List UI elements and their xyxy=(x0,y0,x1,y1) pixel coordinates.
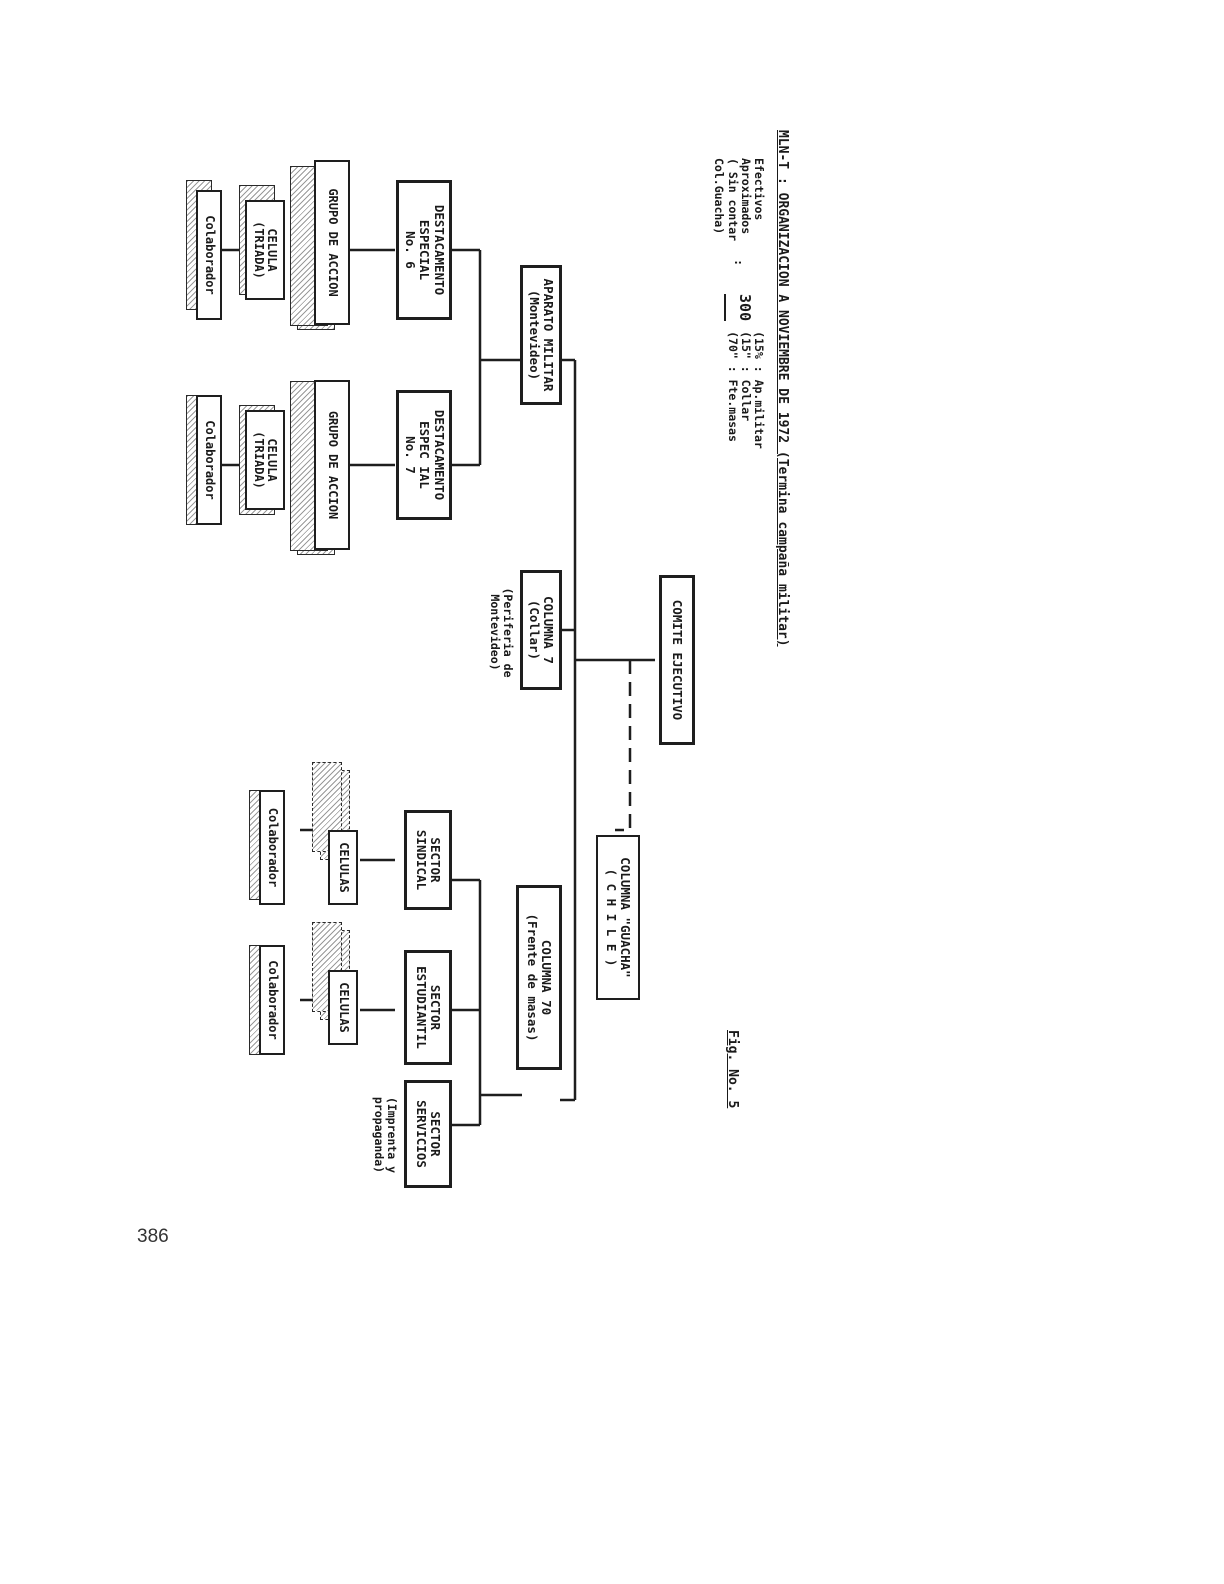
celulas-b-label: CELULAS xyxy=(336,982,351,1033)
celulas-a-label: CELULAS xyxy=(336,842,351,893)
colaborador-a-box: Colaborador xyxy=(196,190,222,320)
destacamento-7-label: DESTACAMENTO ESPEC IAL No. 7 xyxy=(402,409,447,501)
sector-sindical-box: SECTOR SINDICAL xyxy=(404,810,452,910)
destacamento-6-box: DESTACAMENTO ESPECIAL No. 6 xyxy=(396,180,452,320)
figure-label: Fig. No. 5 xyxy=(725,1030,740,1109)
celula-b-label: CELULA (TRIADA) xyxy=(252,431,280,489)
sector-estudiantil-box: SECTOR ESTUDIANTIL xyxy=(404,950,452,1065)
columna-7-label: COLUMNA 7 (Collar) xyxy=(527,596,557,664)
celula-a-label: CELULA (TRIADA) xyxy=(252,221,280,279)
efectivos-colon: : xyxy=(732,259,747,267)
efectivos-total: 300 xyxy=(723,294,754,322)
colaborador-b-label: Colaborador xyxy=(202,420,217,500)
columna-guacha-box: COLUMNA "GUACHA" ( C H I L E ) xyxy=(596,835,640,1000)
comite-ejecutivo-label: COMITE EJECUTIVO xyxy=(670,599,686,721)
columna-7-note: (Periferia de Montevideo) xyxy=(487,587,515,678)
chart-title: MLN-T : ORGANIZACION A NOVIEMBRE DE 1972… xyxy=(775,130,790,647)
columna-70-box: COLUMNA 70 (Frente de masas) xyxy=(516,885,562,1070)
columna-7-box: COLUMNA 7 (Collar) xyxy=(520,570,562,690)
page-number: 386 xyxy=(137,1226,169,1247)
celulas-b-box: CELULAS xyxy=(328,970,358,1045)
grupo-accion-a-box: GRUPO DE ACCION xyxy=(314,160,350,325)
grupo-accion-b-box: GRUPO DE ACCION xyxy=(314,380,350,550)
aparato-militar-label: APARATO MILITAR (Montevideo) xyxy=(527,278,557,392)
sector-sindical-label: SECTOR SINDICAL xyxy=(414,829,444,891)
columna-70-label: COLUMNA 70 (Frente de masas) xyxy=(525,913,555,1042)
colaborador-d-label: Colaborador xyxy=(265,960,280,1040)
comite-ejecutivo-box: COMITE EJECUTIVO xyxy=(659,575,695,745)
grupo-accion-a-label: GRUPO DE ACCION xyxy=(325,188,340,297)
destacamento-6-label: DESTACAMENTO ESPECIAL No. 6 xyxy=(402,204,447,296)
efectivos-breakdown: (15% : Ap.militar (15" : Collar (70" : F… xyxy=(725,331,766,449)
efectivos-block: Efectivos Aproximados ( Sin contar Col.G… xyxy=(712,158,766,449)
columna-guacha-label: COLUMNA "GUACHA" ( C H I L E ) xyxy=(604,857,634,978)
sector-servicios-box: SECTOR SERVICIOS xyxy=(404,1080,452,1188)
celulas-a-box: CELULAS xyxy=(328,830,358,905)
grupo-accion-b-label: GRUPO DE ACCION xyxy=(325,410,340,520)
connector-guacha xyxy=(615,660,632,832)
efectivos-heading: Efectivos Aproximados ( Sin contar Col.G… xyxy=(712,158,766,242)
colaborador-c-label: Colaborador xyxy=(265,807,280,888)
sector-estudiantil-label: SECTOR ESTUDIANTIL xyxy=(414,966,444,1049)
colaborador-d-box: Colaborador xyxy=(259,945,285,1055)
servicios-note: (Imprenta y propaganda) xyxy=(371,1096,399,1174)
sector-servicios-label: SECTOR SERVICIOS xyxy=(414,1100,444,1168)
organization-chart: MLN-T : ORGANIZACION A NOVIEMBRE DE 1972… xyxy=(130,130,790,1188)
destacamento-7-box: DESTACAMENTO ESPEC IAL No. 7 xyxy=(396,390,452,520)
celula-b-box: CELULA (TRIADA) xyxy=(245,410,285,510)
colaborador-c-box: Colaborador xyxy=(259,790,285,905)
celula-a-box: CELULA (TRIADA) xyxy=(245,200,285,300)
colaborador-a-label: Colaborador xyxy=(202,215,217,295)
aparato-militar-box: APARATO MILITAR (Montevideo) xyxy=(520,265,562,405)
colaborador-b-box: Colaborador xyxy=(196,395,222,525)
